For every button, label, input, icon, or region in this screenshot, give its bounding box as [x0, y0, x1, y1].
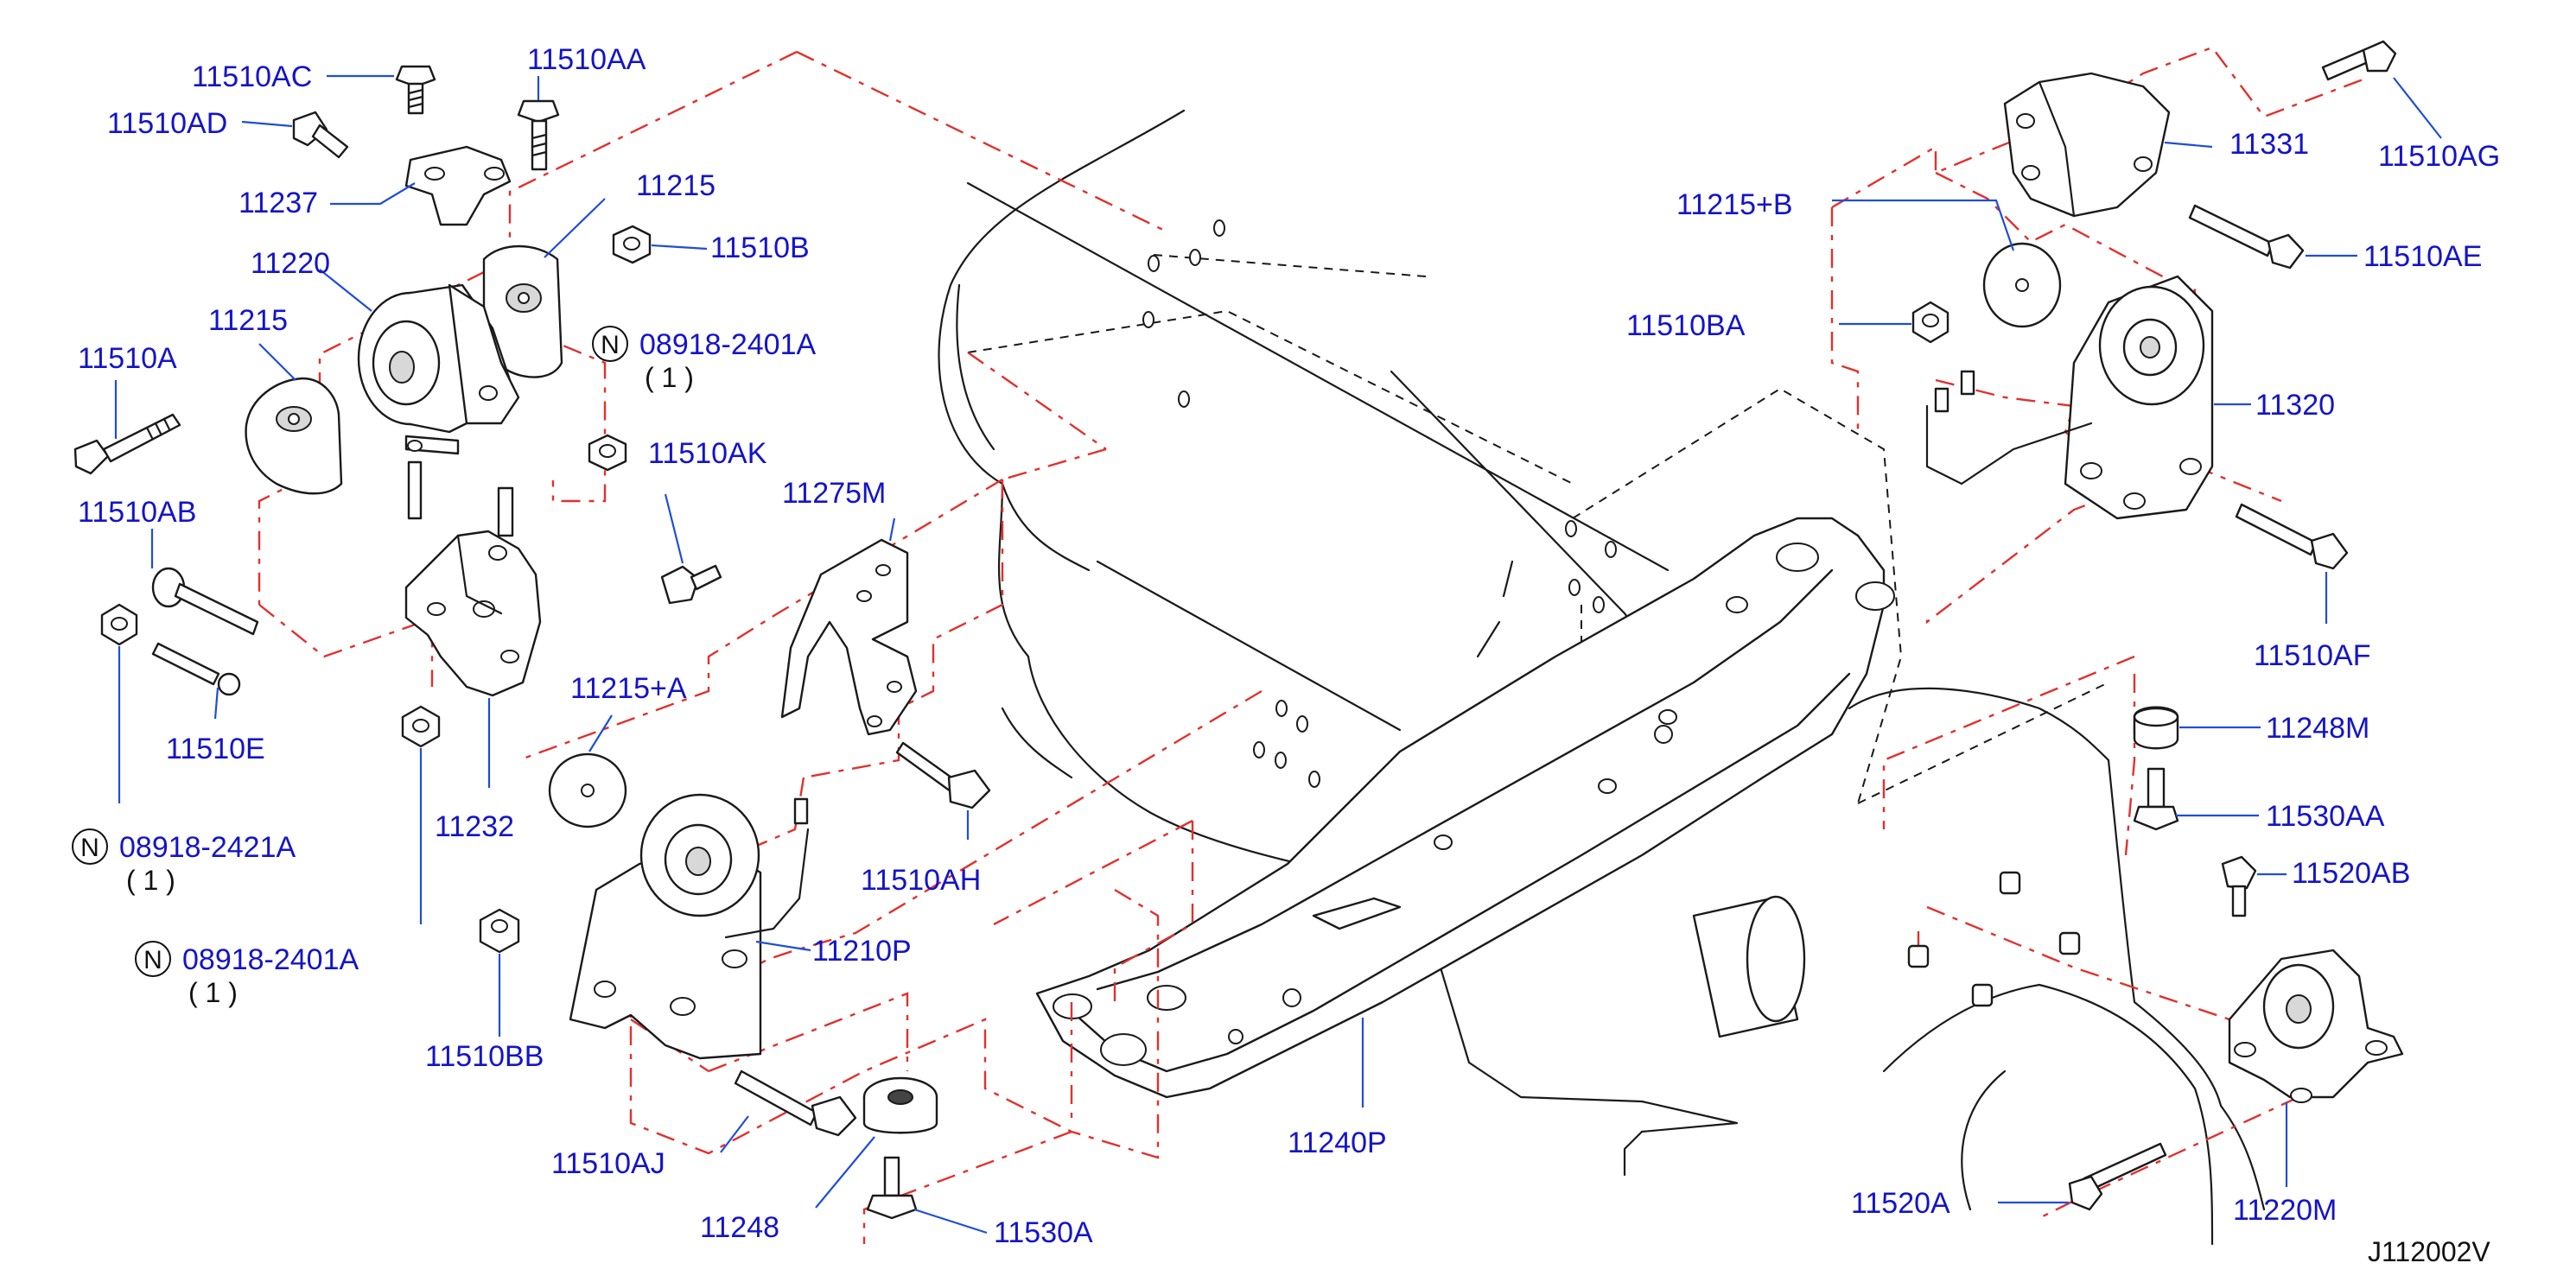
note-symbol: N	[80, 834, 99, 862]
note-part-number: 08918-2421A	[119, 831, 296, 864]
bolt-11510E	[151, 642, 241, 696]
callout-11215B: 11215+B	[1676, 188, 1793, 221]
callout-11248M: 11248M	[2266, 712, 2369, 745]
bracket-11275M	[780, 538, 918, 736]
note-symbol: N	[601, 331, 620, 359]
bracket-11331	[2003, 72, 2171, 218]
bolt-11510AF	[2235, 503, 2349, 570]
bolt-11530AA	[2133, 767, 2179, 831]
nut-08918-2421A	[100, 603, 138, 646]
callout-11510AB: 11510AB	[78, 496, 196, 529]
callout-labels: 11510AC 11510AA 11510AD 11237 11215 1122…	[78, 43, 2500, 1249]
callout-11510BA: 11510BA	[1626, 309, 1746, 342]
callout-11220: 11220	[251, 247, 330, 280]
note-quantity: ( 1 )	[188, 977, 238, 1008]
bolt-11510AE	[2188, 204, 2305, 270]
callout-11510AH: 11510AH	[861, 864, 981, 897]
callout-11510AE: 11510AE	[2363, 240, 2482, 273]
callout-11320: 11320	[2255, 389, 2335, 422]
insulator-11215B	[1982, 242, 2062, 328]
bolt-11530A	[866, 1156, 918, 1220]
callout-11520AB: 11520AB	[2292, 857, 2410, 890]
callout-11215-lower: 11215	[208, 304, 288, 337]
callout-11510AG: 11510AG	[2378, 140, 2500, 173]
callout-11510B: 11510B	[710, 232, 810, 264]
mount-11210P	[569, 793, 810, 1060]
insulator-11215-upper	[482, 244, 563, 378]
callout-11510AJ: 11510AJ	[551, 1147, 665, 1180]
bolt-11510AB	[151, 567, 259, 636]
mount-11220M	[2228, 949, 2404, 1103]
nut-08918-2401A-upper	[588, 434, 627, 472]
callout-11520A: 11520A	[1851, 1187, 1950, 1220]
callout-11210P: 11210P	[812, 935, 912, 968]
bolt-11510AA	[517, 99, 560, 171]
callout-11215-upper: 11215	[636, 169, 716, 202]
bolt-11510AC	[395, 65, 436, 115]
note-quantity: ( 1 )	[645, 362, 694, 393]
bracket-11237	[404, 145, 512, 226]
bushing-11248	[862, 1076, 938, 1134]
callout-11248: 11248	[700, 1211, 779, 1244]
engine-transaxle-outline	[938, 109, 2266, 1246]
callout-11237: 11237	[239, 187, 318, 219]
bolt-11510AJ	[734, 1069, 857, 1137]
callout-11275M: 11275M	[782, 477, 886, 510]
insulator-11215A	[548, 752, 627, 828]
mount-11320	[1925, 275, 2214, 520]
note-quantity: ( 1 )	[126, 865, 175, 896]
bolt-11510AH	[895, 741, 991, 809]
note-08918-2401A-lower: N 08918-2401A ( 1 )	[135, 941, 359, 1008]
callout-11510AA: 11510AA	[527, 43, 646, 76]
note-symbol: N	[143, 946, 162, 974]
right-mount-assembly	[1907, 40, 2404, 1211]
bolt-11510AK	[660, 564, 722, 605]
engine-block-holes	[1142, 219, 1617, 788]
nut-11510B	[612, 225, 652, 264]
engine-mount-11220	[357, 283, 520, 455]
note-part-number: 08918-2401A	[182, 943, 359, 976]
bushing-11248M	[2133, 706, 2179, 750]
callout-11510E: 11510E	[166, 733, 265, 765]
bolt-11520AB	[2221, 855, 2257, 917]
bracket-11232	[404, 530, 542, 697]
callout-11331: 11331	[2229, 128, 2309, 161]
callout-11510A: 11510A	[78, 342, 177, 375]
callout-11530AA: 11530AA	[2266, 800, 2385, 833]
drive-shaft-stub	[1692, 895, 1806, 1038]
leader-lines	[114, 74, 2442, 1234]
callout-11510AC: 11510AC	[192, 60, 312, 93]
insulator-11215-lower	[245, 377, 343, 495]
drawing-code: J112002V	[2368, 1236, 2490, 1267]
callout-11510AK: 11510AK	[648, 437, 767, 470]
bolt-11520A	[2068, 1142, 2167, 1211]
bolt-11510AD	[292, 111, 349, 159]
callout-11510AD: 11510AD	[107, 107, 227, 140]
callout-11240P: 11240P	[1288, 1127, 1387, 1159]
callout-11530A: 11530A	[994, 1216, 1093, 1249]
nut-08918-2401A-lower	[401, 705, 441, 748]
nut-11510BA	[1911, 301, 1949, 344]
collars	[1907, 871, 2081, 1007]
note-08918-2401A-upper: N 08918-2401A ( 1 )	[592, 326, 817, 393]
front-suspension-member-11240P	[1035, 517, 1895, 1099]
note-08918-2421A: N 08918-2421A ( 1 )	[72, 828, 296, 896]
center-parts	[479, 538, 991, 1220]
note-part-number: 08918-2401A	[639, 328, 817, 361]
nut-11510BB	[479, 908, 520, 954]
left-mount-assembly	[73, 65, 722, 748]
callout-11510AF: 11510AF	[2254, 639, 2370, 672]
callout-11510BB: 11510BB	[425, 1040, 544, 1073]
bolt-11510A	[73, 413, 181, 475]
callout-11215A: 11215+A	[570, 672, 687, 705]
callout-11232: 11232	[435, 810, 514, 843]
bolt-11510AG	[2321, 40, 2397, 81]
callout-11220M: 11220M	[2233, 1194, 2337, 1227]
